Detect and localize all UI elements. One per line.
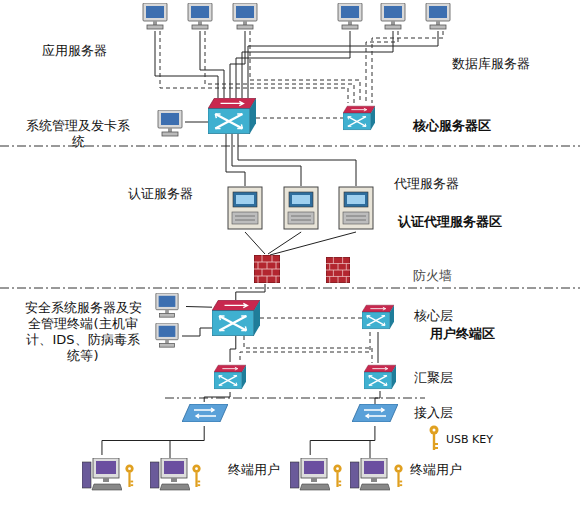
network-node: 终端用户 <box>80 455 202 495</box>
network-link <box>236 284 265 300</box>
node-label: 认证服务器 <box>128 186 208 202</box>
core-switch-icon <box>362 305 394 329</box>
terminal-icon <box>150 458 190 490</box>
network-node: 安全系统服务器及安全管理终端(主机审计、IDS、防病毒系统等) <box>150 292 186 350</box>
pc-icon <box>426 3 450 29</box>
usb-key-icon <box>125 465 133 487</box>
node-label: 安全系统服务器及安全管理终端(主机审计、IDS、防病毒系统等) <box>20 300 146 364</box>
access-switch-icon <box>182 404 228 422</box>
backup-wire <box>160 31 348 103</box>
pc-icon <box>156 293 178 317</box>
zone-label: 核心服务器区 <box>413 118 491 134</box>
wire <box>182 328 212 336</box>
wire <box>375 391 380 404</box>
wire <box>378 332 379 363</box>
network-link <box>204 392 230 402</box>
backup-wire <box>256 118 343 119</box>
core-switch-icon <box>212 300 260 335</box>
wire <box>238 134 356 186</box>
node-label: 终端用户 <box>410 462 480 478</box>
server-icon <box>339 187 373 229</box>
zone-separator <box>0 146 580 398</box>
pc-icon <box>143 3 167 29</box>
wires <box>155 31 438 458</box>
pc-icon <box>156 323 178 347</box>
aggregation-switch-icon <box>364 365 396 389</box>
core-switch-icon <box>208 98 256 133</box>
backup-wire <box>244 336 372 363</box>
access-switch-icon <box>352 404 398 422</box>
usb-key-icon <box>394 465 402 487</box>
node-label: 接入层 <box>414 405 474 421</box>
network-node: 代理服务器 <box>281 185 377 232</box>
network-node: 终端用户 <box>287 455 409 495</box>
network-node: 数据库服务器 <box>333 2 457 34</box>
network-node: 认证服务器 <box>225 185 265 232</box>
terminal-icon <box>290 458 330 490</box>
firewall-icon <box>326 257 350 283</box>
pc-icon <box>158 110 182 136</box>
network-link <box>245 232 265 254</box>
wire <box>170 440 171 458</box>
core-switch-icon <box>343 106 375 130</box>
network-node: 防火墙 <box>252 254 352 284</box>
server-icon <box>228 187 262 229</box>
network-link <box>102 426 204 455</box>
backup-wire <box>240 332 370 363</box>
node-label: 核心层 <box>414 308 474 324</box>
wire <box>270 232 356 255</box>
pc-icon <box>338 3 362 29</box>
zone-label: 用户终端区 <box>430 326 495 342</box>
network-link <box>230 336 236 362</box>
node-label: 防火墙 <box>413 268 473 284</box>
backup-wire <box>205 31 354 103</box>
devices <box>82 3 450 490</box>
aggregation-switch-icon <box>214 365 246 389</box>
usb-key-icon <box>192 465 200 487</box>
node-label: 系统管理及发卡系统 <box>22 118 134 150</box>
network-link <box>310 426 375 455</box>
backup-wires <box>160 31 443 363</box>
zone-separator <box>0 146 580 147</box>
backup-wire <box>372 31 443 103</box>
network-link <box>186 306 212 308</box>
firewall-icon <box>254 255 280 283</box>
wire <box>370 440 371 458</box>
network-node: 核心层 <box>212 300 395 336</box>
backup-wire <box>260 318 362 319</box>
terminal-icon <box>82 458 122 490</box>
layer-separator <box>165 398 425 399</box>
network-node: 汇聚层 <box>212 362 398 392</box>
network-node: 系统管理及发卡系统 <box>155 110 185 138</box>
network-link <box>268 232 301 254</box>
node-label: 汇聚层 <box>414 370 474 386</box>
node-label: 代理服务器 <box>394 176 474 192</box>
pc-icon <box>188 3 212 29</box>
usb-key-icon <box>333 465 341 487</box>
pc-icon <box>381 3 405 29</box>
usb-key-icon <box>430 426 439 451</box>
node-label: 应用服务器 <box>42 43 132 59</box>
network-node: 应用服务器 <box>138 2 262 34</box>
zone-label: 认证代理服务器区 <box>398 214 502 230</box>
wire <box>185 122 208 123</box>
server-icon <box>284 187 318 229</box>
node-label: 终端用户 <box>228 462 298 478</box>
node-label: 数据库服务器 <box>452 56 552 72</box>
pc-icon <box>233 3 257 29</box>
zone-label: USB KEY <box>446 432 493 448</box>
backup-wire <box>250 31 360 103</box>
terminal-icon <box>350 458 390 490</box>
backup-wire <box>366 31 398 103</box>
zone-separator <box>0 288 580 289</box>
network-node: 接入层 <box>180 402 400 426</box>
